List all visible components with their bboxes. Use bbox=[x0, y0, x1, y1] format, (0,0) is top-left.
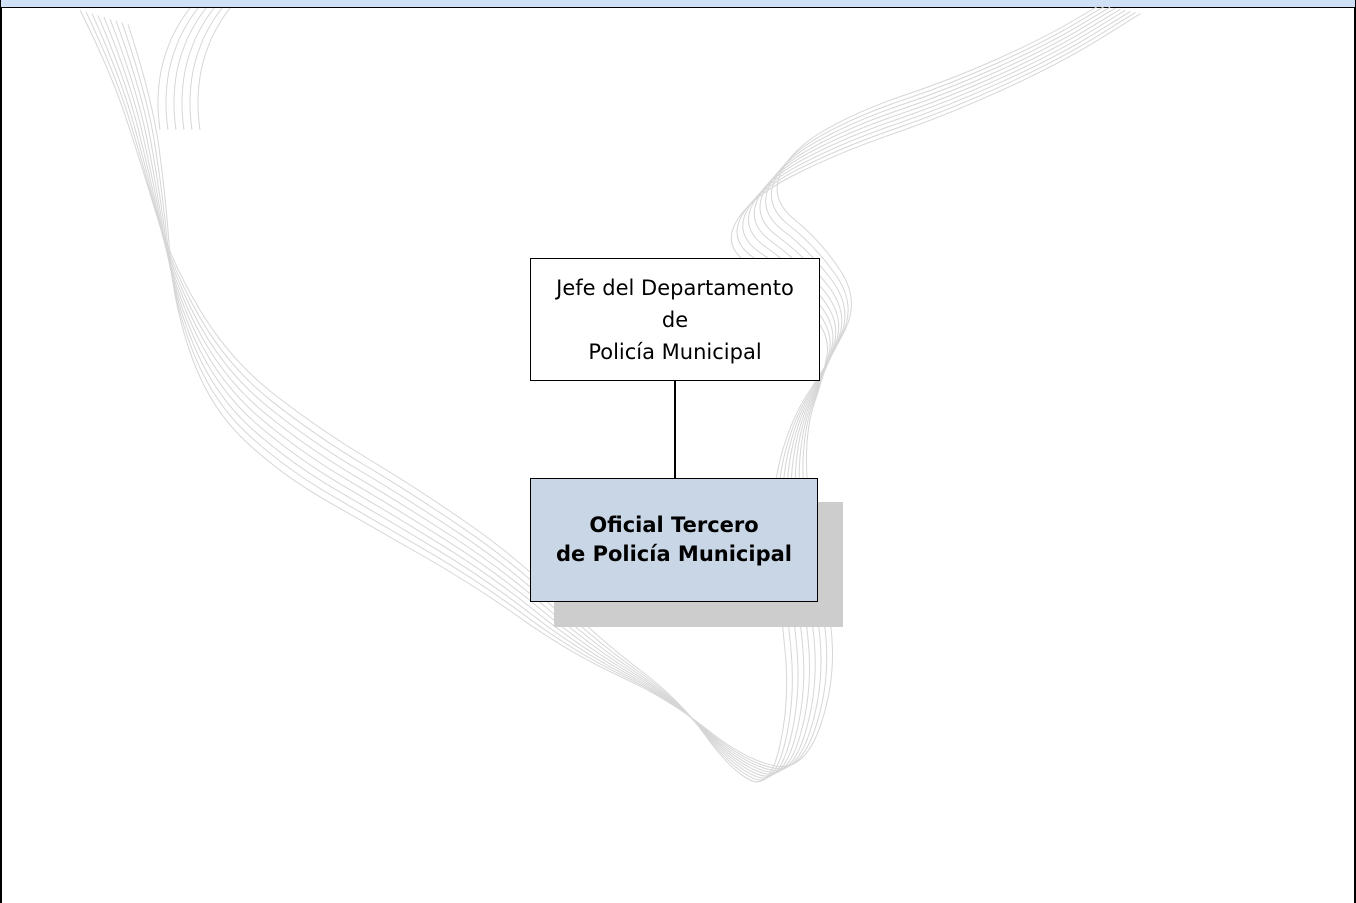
watermark-wave-line bbox=[97, 7, 1116, 777]
watermark-wave-line bbox=[173, 7, 207, 131]
watermark-wave-line bbox=[157, 7, 191, 131]
officer-label-line-1: Oficial Tercero bbox=[589, 513, 759, 537]
watermark-wave-line bbox=[91, 6, 1111, 779]
watermark-wave-line bbox=[165, 7, 199, 131]
watermark-wave-line bbox=[121, 12, 1136, 769]
chief-position-box: Jefe del Departamento de Policía Municip… bbox=[530, 258, 820, 381]
watermark-wave-line bbox=[127, 13, 1141, 768]
watermark-wave-line bbox=[85, 5, 1106, 781]
watermark-wave-line bbox=[103, 8, 1121, 775]
watermark-wave-line bbox=[79, 4, 1101, 783]
watermark-wave-line bbox=[197, 7, 231, 131]
watermark-wave-line bbox=[189, 7, 223, 131]
officer-position-box: Oficial Tercero de Policía Municipal bbox=[530, 478, 818, 602]
officer-label-line-2: de Policía Municipal bbox=[556, 542, 792, 566]
hierarchy-connector-line bbox=[674, 381, 676, 478]
chief-label-line-1: Jefe del Departamento bbox=[556, 275, 794, 300]
chief-label-line-3: Policía Municipal bbox=[588, 339, 762, 364]
watermark-wave-line bbox=[181, 7, 215, 131]
chief-label-line-2: de bbox=[661, 307, 689, 332]
watermark-wave-line bbox=[115, 10, 1131, 771]
watermark-wave-line bbox=[109, 9, 1126, 773]
